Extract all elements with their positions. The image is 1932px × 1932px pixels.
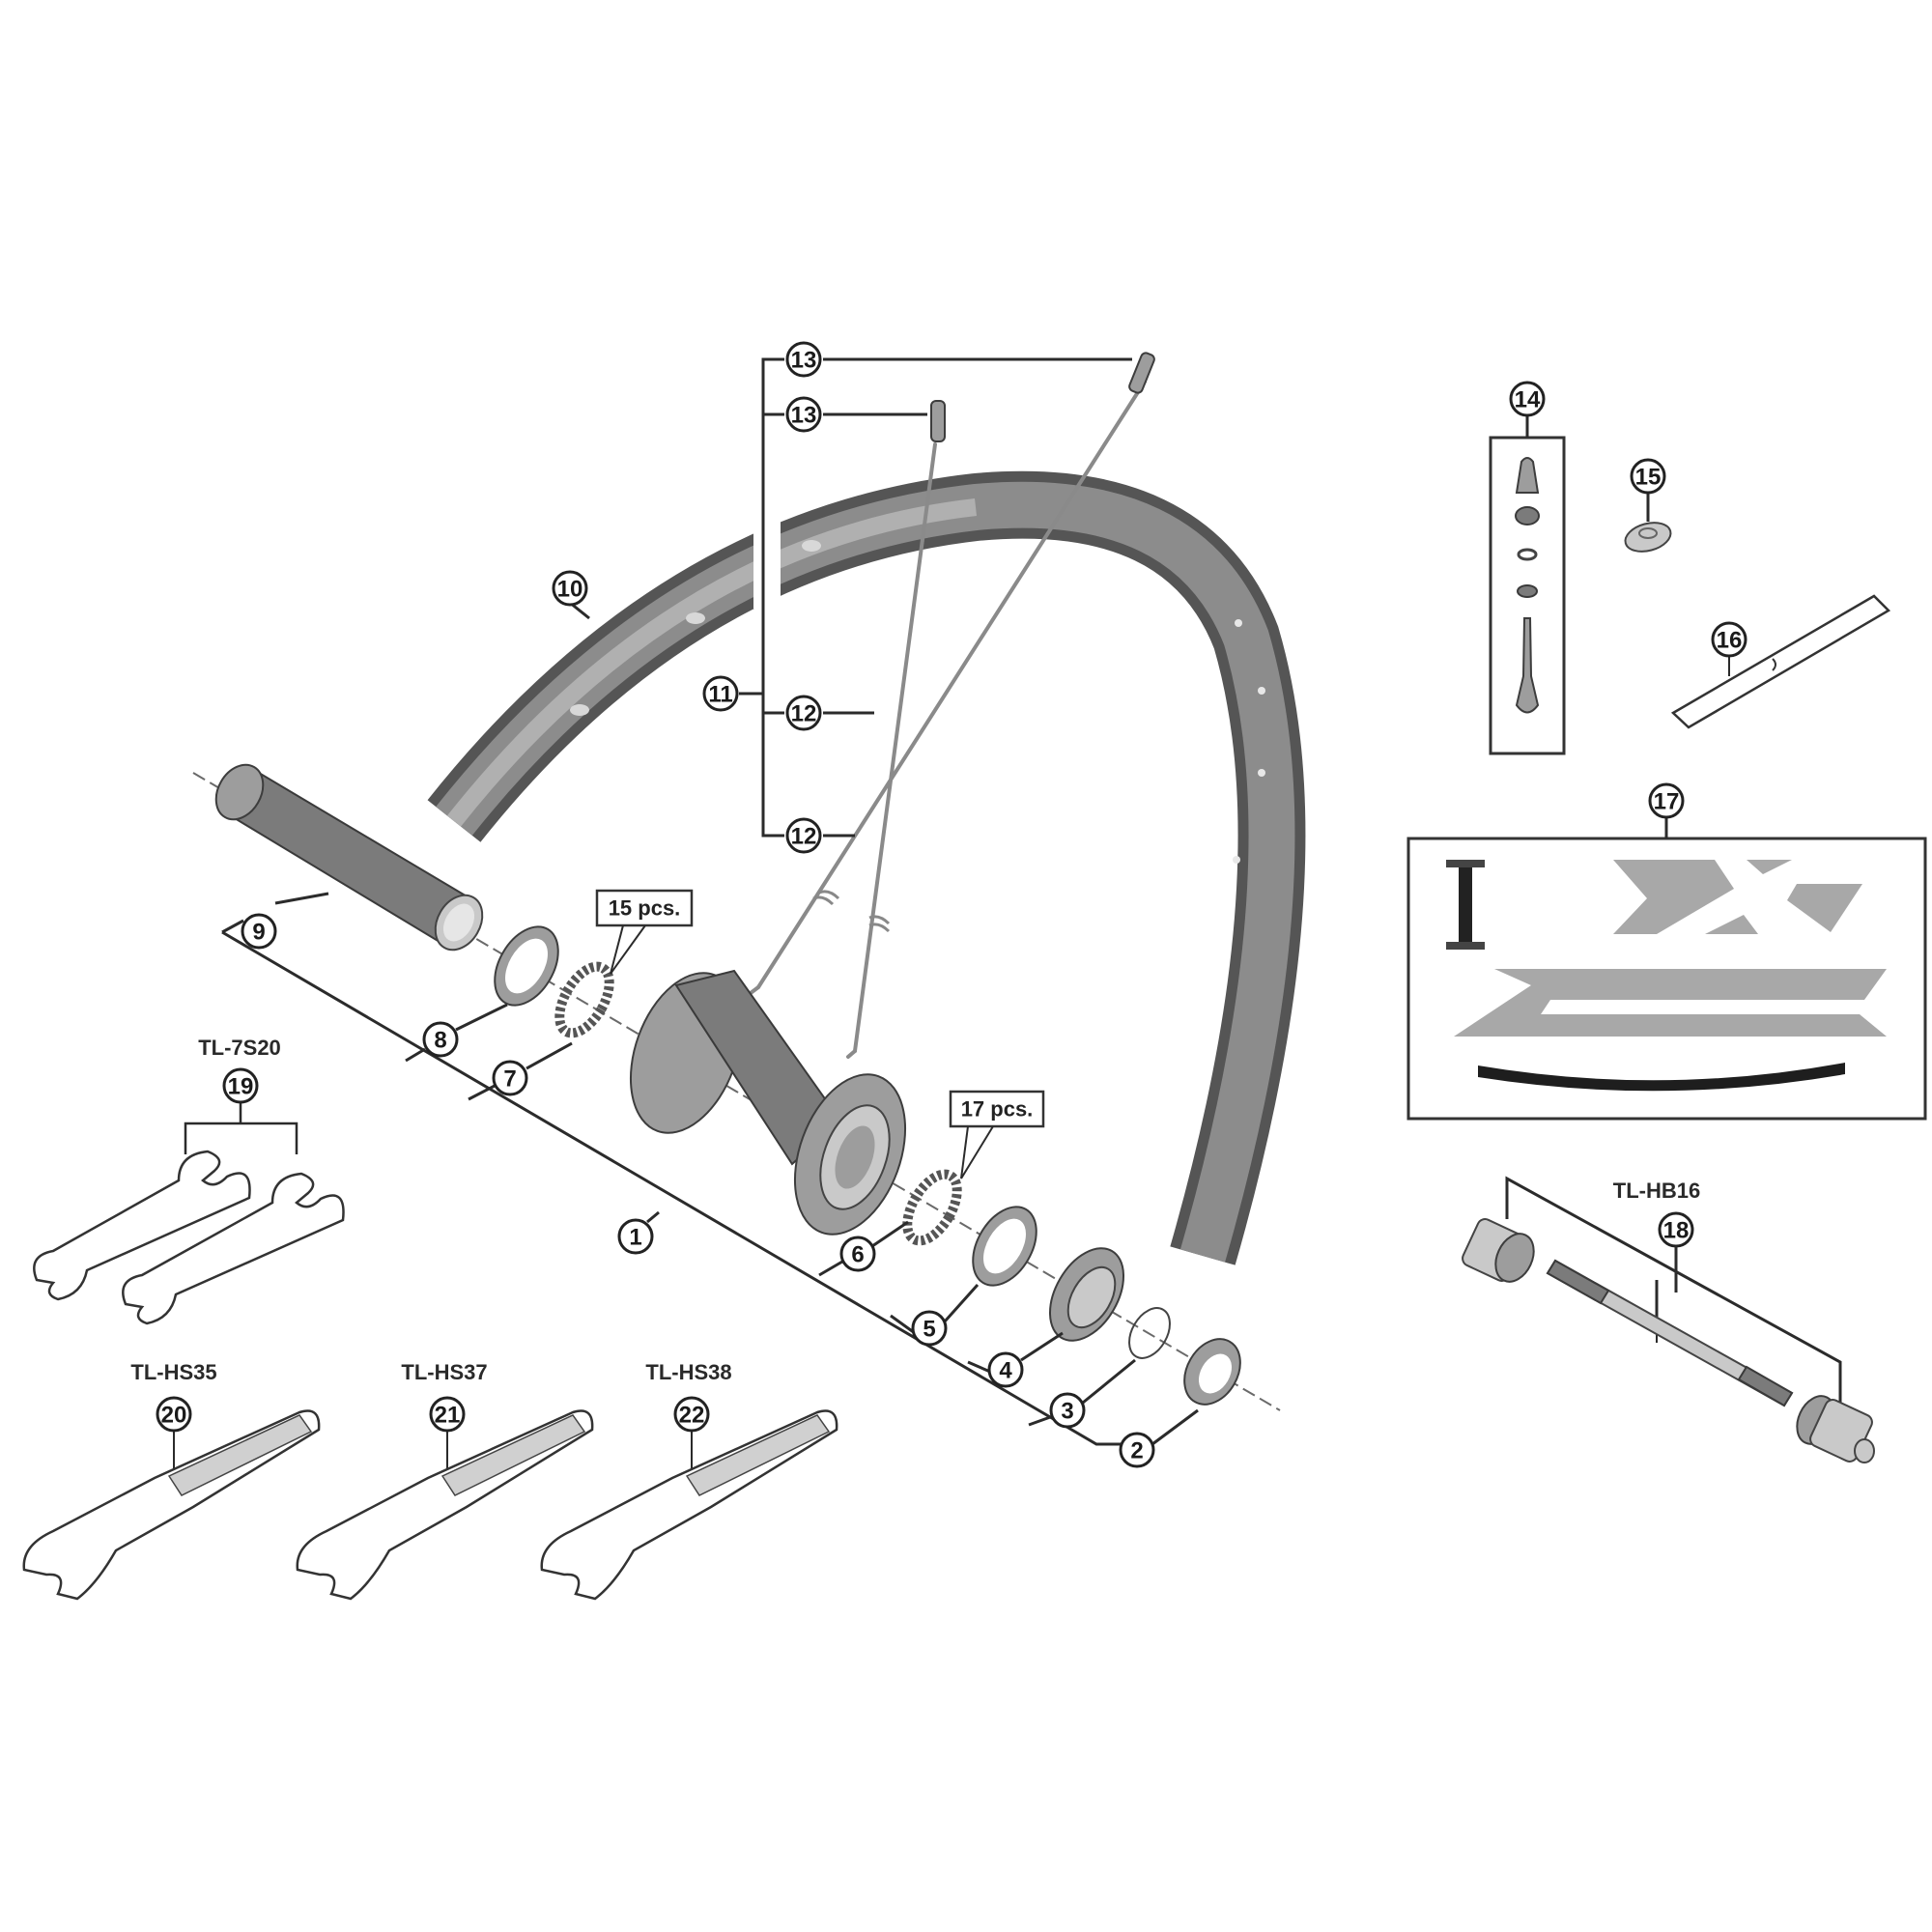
o-ring <box>1128 1307 1171 1359</box>
callout-22[interactable]: 22 <box>673 1396 710 1433</box>
callout-13a[interactable]: 13 <box>785 341 822 378</box>
callout-20[interactable]: 20 <box>156 1396 192 1433</box>
spoke-bracket <box>739 357 1132 838</box>
svg-text:4: 4 <box>999 1358 1012 1384</box>
svg-text:8: 8 <box>434 1028 446 1054</box>
svg-text:12: 12 <box>791 701 817 727</box>
svg-text:7: 7 <box>503 1066 516 1093</box>
svg-text:20: 20 <box>161 1403 187 1429</box>
svg-text:13: 13 <box>791 403 817 429</box>
valve-nut <box>1624 493 1672 553</box>
callout-5[interactable]: 5 <box>890 1283 980 1347</box>
callout-11[interactable]: 11 <box>702 675 739 712</box>
callout-7[interactable]: 7 <box>468 1041 573 1101</box>
tool-label-tl-hs37: TL-HS37 <box>401 1360 487 1384</box>
callout-2[interactable]: 2 <box>1119 1408 1199 1468</box>
end-cap <box>1183 1338 1241 1406</box>
svg-text:16: 16 <box>1717 628 1743 654</box>
dust-seal <box>972 1206 1037 1287</box>
ball-retainer-left <box>554 961 614 1038</box>
qty-15-pcs: 15 pcs. <box>595 889 694 975</box>
hub-body <box>629 969 907 1236</box>
tool-label-tl-hs35: TL-HS35 <box>130 1360 216 1384</box>
svg-text:9: 9 <box>252 920 265 946</box>
svg-text:17: 17 <box>1654 789 1680 815</box>
callout-21[interactable]: 21 <box>429 1396 466 1433</box>
callout-14[interactable]: 14 <box>1509 381 1546 417</box>
sticker-set <box>1406 817 1927 1121</box>
svg-text:12: 12 <box>791 824 817 850</box>
svg-text:19: 19 <box>228 1074 254 1100</box>
bearing-cup <box>1049 1247 1124 1342</box>
svg-text:15 pcs.: 15 pcs. <box>609 896 681 921</box>
tool-label-tl-7s20: TL-7S20 <box>198 1036 281 1060</box>
dust-seal-left <box>494 925 559 1007</box>
callout-18[interactable]: 18 <box>1658 1211 1694 1293</box>
svg-text:3: 3 <box>1061 1399 1073 1425</box>
svg-text:11: 11 <box>708 682 732 708</box>
hub-wrench-tl-hs37 <box>296 1409 594 1601</box>
svg-text:21: 21 <box>435 1403 461 1429</box>
callout-12a[interactable]: 12 <box>785 695 822 731</box>
svg-text:6: 6 <box>851 1242 864 1268</box>
svg-text:18: 18 <box>1663 1218 1690 1244</box>
callout-9[interactable]: 9 <box>241 892 329 950</box>
callout-10[interactable]: 10 <box>552 570 590 620</box>
callout-15[interactable]: 15 <box>1630 458 1666 495</box>
svg-text:13: 13 <box>791 348 817 374</box>
svg-text:1: 1 <box>629 1225 641 1251</box>
spokes <box>749 380 1147 1059</box>
callout-17[interactable]: 17 <box>1648 782 1685 819</box>
ball-retainer-right <box>902 1169 962 1246</box>
hub-wrench-tl-hs35 <box>22 1409 321 1601</box>
hub-axle <box>214 763 484 952</box>
svg-text:10: 10 <box>557 577 583 603</box>
tool-label-tl-hs38: TL-HS38 <box>645 1360 731 1384</box>
qty-17-pcs: 17 pcs. <box>949 1090 1045 1179</box>
callout-16[interactable]: 16 <box>1711 621 1747 658</box>
svg-text:5: 5 <box>923 1317 935 1343</box>
callout-3[interactable]: 3 <box>1028 1358 1136 1429</box>
callout-12b[interactable]: 12 <box>785 817 822 854</box>
hub-tool-tl-hb16 <box>1462 1176 1875 1463</box>
svg-text:2: 2 <box>1130 1438 1143 1464</box>
cone-wrench-pair <box>33 1103 345 1325</box>
svg-text:22: 22 <box>679 1403 705 1429</box>
callout-6[interactable]: 6 <box>818 1220 909 1277</box>
rim-tape <box>1670 594 1891 729</box>
tool-label-tl-hb16: TL-HB16 <box>1613 1179 1700 1203</box>
callout-13b[interactable]: 13 <box>785 396 822 433</box>
nipples <box>930 352 1155 442</box>
callout-19[interactable]: 19 <box>222 1067 259 1104</box>
rim <box>427 470 1306 1265</box>
callout-1[interactable]: 1 <box>617 1210 660 1255</box>
callout-8[interactable]: 8 <box>405 1003 508 1063</box>
svg-text:17 pcs.: 17 pcs. <box>961 1097 1034 1122</box>
hub-wrench-tl-hs38 <box>540 1409 838 1601</box>
svg-text:14: 14 <box>1515 387 1541 413</box>
valve-set <box>1489 415 1566 755</box>
callout-4[interactable]: 4 <box>967 1331 1064 1388</box>
svg-text:15: 15 <box>1635 465 1662 491</box>
hub-bracket <box>221 919 1121 1446</box>
